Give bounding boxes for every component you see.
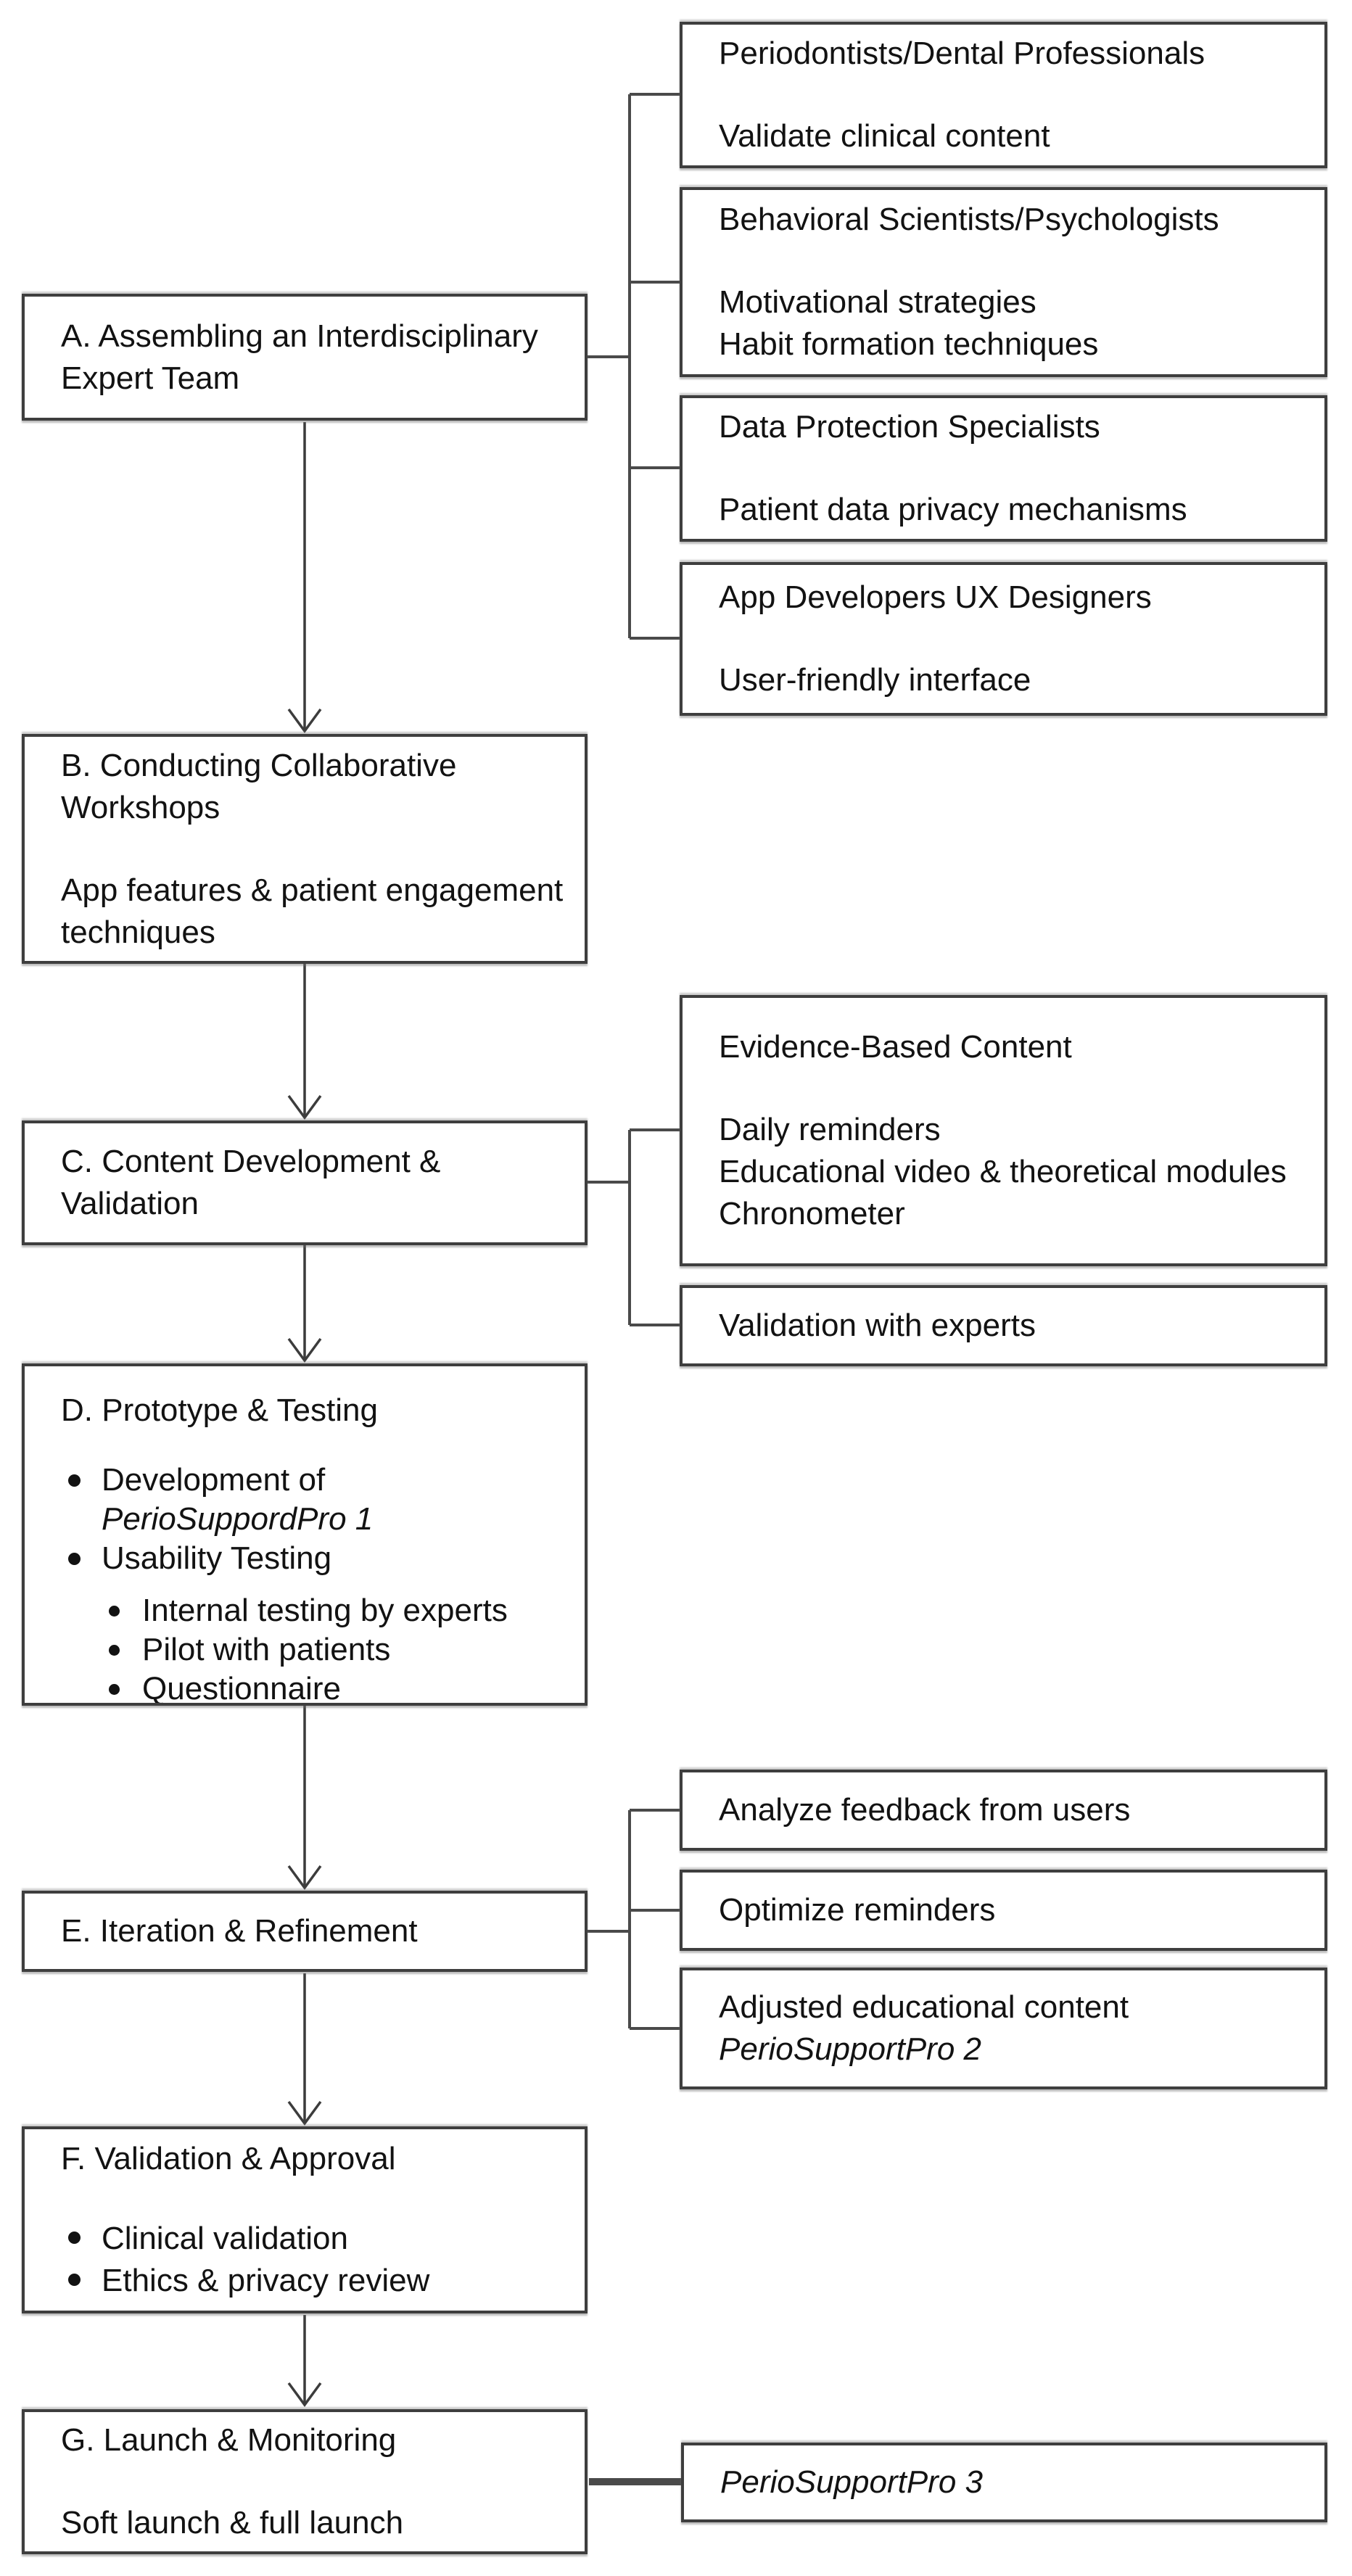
arrow-f-to-g bbox=[287, 2315, 322, 2407]
expert-box-data-protection-body: Patient data privacy mechanisms bbox=[719, 492, 1187, 527]
flow-box-d: D. Prototype & Testing Development of Pe… bbox=[22, 1363, 588, 1706]
flow-box-b: B. Conducting Collaborative Workshops Ap… bbox=[22, 734, 588, 964]
expert-box-behavioral: Behavioral Scientists/Psychologists Moti… bbox=[680, 187, 1327, 377]
expert-box-app-developers-title: App Developers UX Designers bbox=[719, 579, 1152, 615]
flow-box-b-body: App features & patient engagement techni… bbox=[61, 872, 564, 950]
flow-box-f: F. Validation & Approval Clinical valida… bbox=[22, 2126, 588, 2313]
content-box-validation-experts: Validation with experts bbox=[680, 1285, 1327, 1366]
flow-box-d-sub-bullet-list: Internal testing by experts Pilot with p… bbox=[61, 1591, 569, 1703]
flow-box-c: C. Content Development & Validation bbox=[22, 1120, 588, 1245]
bullet-development-text: Development of bbox=[102, 1462, 326, 1498]
expert-box-app-developers: App Developers UX Designers User-friendl… bbox=[680, 562, 1327, 716]
sub-bullet-questionnaire: Questionnaire bbox=[61, 1669, 569, 1703]
content-box-evidence-based: Evidence-Based Content Daily reminders E… bbox=[680, 995, 1327, 1266]
arrow-a-to-b bbox=[287, 422, 322, 733]
bracket-expert-team bbox=[588, 93, 680, 640]
expert-box-data-protection: Data Protection Specialists Patient data… bbox=[680, 395, 1327, 542]
launch-box-app-name: PerioSupportPro 3 bbox=[720, 2464, 983, 2500]
arrow-d-to-e bbox=[287, 1706, 322, 1890]
bullet-clinical-validation: Clinical validation bbox=[61, 2218, 569, 2260]
sub-bullet-internal-testing: Internal testing by experts bbox=[61, 1591, 569, 1630]
content-line-chronometer: Chronometer bbox=[719, 1196, 905, 1231]
expert-box-behavioral-body: Motivational strategies Habit formation … bbox=[719, 281, 1308, 366]
flow-box-g-body: Soft launch & full launch bbox=[61, 2505, 404, 2540]
content-box-evidence-based-title: Evidence-Based Content bbox=[719, 1029, 1072, 1065]
flow-box-f-bullet-list: Clinical validation Ethics & privacy rev… bbox=[61, 2218, 569, 2302]
sub-bullet-pilot-patients: Pilot with patients bbox=[61, 1630, 569, 1669]
expert-box-behavioral-line: Habit formation techniques bbox=[719, 326, 1099, 362]
expert-box-behavioral-title: Behavioral Scientists/Psychologists bbox=[719, 202, 1219, 237]
bullet-development-app-name: PerioSuppordPro 1 bbox=[102, 1501, 374, 1537]
expert-box-periodontists-body: Validate clinical content bbox=[719, 118, 1050, 154]
iteration-box-analyze-feedback: Analyze feedback from users bbox=[680, 1770, 1327, 1851]
bullet-ethics-privacy: Ethics & privacy review bbox=[61, 2260, 569, 2302]
iteration-box-analyze-feedback-text: Analyze feedback from users bbox=[719, 1792, 1131, 1828]
launch-box-periosupportpro3: PerioSupportPro 3 bbox=[681, 2443, 1327, 2522]
flow-box-f-title: F. Validation & Approval bbox=[61, 2141, 396, 2176]
content-line-daily-reminders: Daily reminders bbox=[719, 1112, 941, 1147]
expert-box-behavioral-line: Motivational strategies bbox=[719, 284, 1036, 320]
arrow-b-to-c bbox=[287, 964, 322, 1120]
expert-box-app-developers-body: User-friendly interface bbox=[719, 662, 1031, 698]
iteration-box-optimize-reminders-text: Optimize reminders bbox=[719, 1892, 996, 1928]
flow-box-a: A. Assembling an Interdisciplinary Exper… bbox=[22, 294, 588, 421]
flow-box-c-title: C. Content Development & Validation bbox=[61, 1144, 441, 1221]
arrow-c-to-d bbox=[287, 1245, 322, 1363]
iteration-box-adjusted-content-app-name: PerioSupportPro 2 bbox=[719, 2031, 981, 2067]
flow-box-g: G. Launch & Monitoring Soft launch & ful… bbox=[22, 2409, 588, 2554]
flow-box-e-title: E. Iteration & Refinement bbox=[61, 1913, 418, 1949]
expert-box-data-protection-title: Data Protection Specialists bbox=[719, 409, 1100, 445]
bullet-usability-testing: Usability Testing bbox=[61, 1539, 569, 1578]
bracket-iteration bbox=[588, 1809, 680, 2030]
content-box-evidence-based-body: Daily reminders Educational video & theo… bbox=[719, 1109, 1308, 1235]
flow-box-a-title: A. Assembling an Interdisciplinary Exper… bbox=[61, 318, 538, 396]
flow-box-d-bullet-list: Development of PerioSuppordPro 1 Usabili… bbox=[61, 1461, 569, 1703]
iteration-box-optimize-reminders: Optimize reminders bbox=[680, 1870, 1327, 1951]
expert-box-periodontists: Periodontists/Dental Professionals Valid… bbox=[680, 22, 1327, 168]
bullet-development: Development of PerioSuppordPro 1 bbox=[61, 1461, 569, 1539]
content-line-educational-video: Educational video & theoretical modules bbox=[719, 1154, 1287, 1189]
arrow-e-to-f bbox=[287, 1973, 322, 2126]
iteration-box-adjusted-content-text: Adjusted educational content bbox=[719, 1989, 1129, 2025]
flow-box-d-title: D. Prototype & Testing bbox=[61, 1392, 378, 1428]
content-box-validation-experts-title: Validation with experts bbox=[719, 1308, 1036, 1343]
iteration-box-adjusted-content: Adjusted educational content PerioSuppor… bbox=[680, 1968, 1327, 2089]
flow-box-g-title: G. Launch & Monitoring bbox=[61, 2422, 397, 2458]
expert-box-periodontists-title: Periodontists/Dental Professionals bbox=[719, 36, 1205, 71]
flow-box-b-title: B. Conducting Collaborative Workshops bbox=[61, 747, 457, 825]
flow-box-e: E. Iteration & Refinement bbox=[22, 1891, 588, 1972]
bracket-content bbox=[588, 1128, 680, 1326]
